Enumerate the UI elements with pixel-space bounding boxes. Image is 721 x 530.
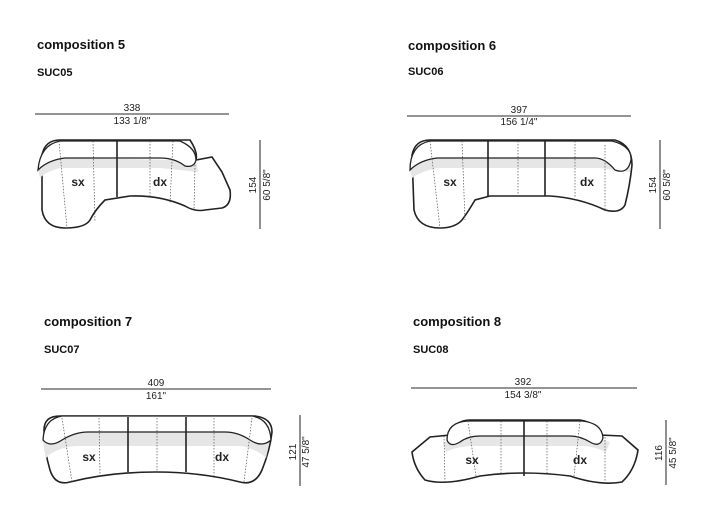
width-in: 154 3/8" (505, 390, 542, 401)
composition-7: composition 7 SUC07 409 161" sx dx 121 4… (41, 314, 312, 486)
width-cm: 392 (515, 377, 532, 388)
module-label-sx: sx (443, 175, 457, 189)
depth-cm: 121 (288, 443, 299, 460)
composition-code: SUC05 (37, 67, 72, 79)
width-in: 133 1/8" (114, 116, 151, 127)
module-label-dx: dx (215, 450, 229, 464)
composition-5: composition 5 SUC05 338 133 1/8" sx dx 1… (35, 37, 273, 229)
composition-code: SUC07 (44, 344, 79, 356)
width-in: 156 1/4" (501, 117, 538, 128)
module-label-dx: dx (580, 175, 594, 189)
composition-code: SUC06 (408, 66, 443, 78)
width-in: 161" (146, 391, 167, 402)
width-cm: 409 (148, 378, 165, 389)
composition-title: composition 7 (44, 314, 132, 329)
composition-title: composition 6 (408, 38, 496, 53)
composition-8: composition 8 SUC08 392 154 3/8" sx dx 1… (411, 314, 679, 485)
module-label-sx: sx (465, 453, 479, 467)
module-label-sx: sx (71, 175, 85, 189)
module-label-dx: dx (573, 453, 587, 467)
depth-cm: 154 (248, 176, 259, 193)
composition-6: composition 6 SUC06 397 156 1/4" sx dx 1… (407, 38, 673, 229)
composition-code: SUC08 (413, 344, 448, 356)
module-label-sx: sx (82, 450, 96, 464)
depth-in: 47 5/8" (301, 436, 312, 468)
composition-title: composition 5 (37, 37, 125, 52)
depth-in: 60 5/8" (662, 169, 673, 201)
depth-cm: 116 (654, 445, 665, 461)
depth-in: 60 5/8" (262, 169, 273, 201)
depth-in: 45 5/8" (668, 437, 679, 469)
module-label-dx: dx (153, 175, 167, 189)
width-cm: 397 (511, 105, 528, 116)
composition-title: composition 8 (413, 314, 501, 329)
width-cm: 338 (124, 103, 141, 114)
depth-cm: 154 (648, 176, 659, 193)
